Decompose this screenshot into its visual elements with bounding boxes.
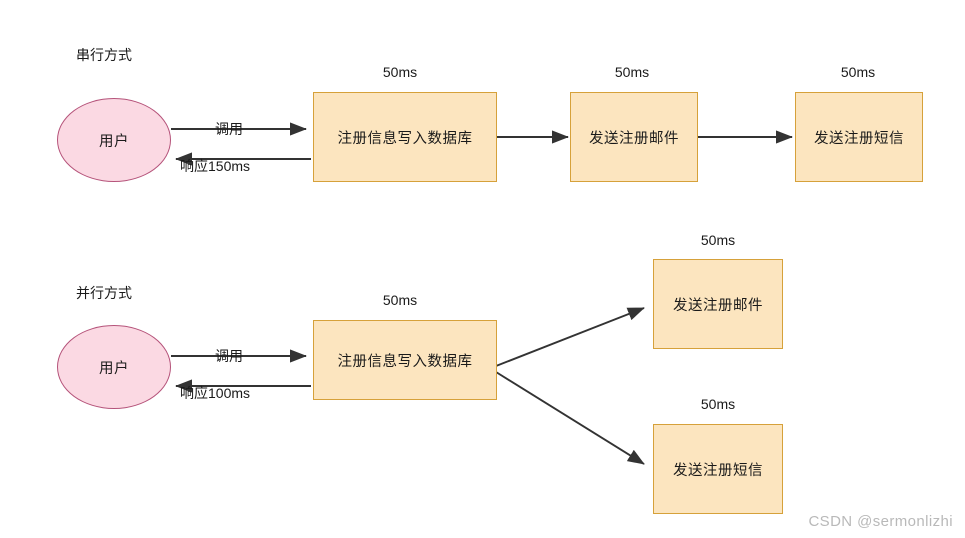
- parallel-actor-label: 用户: [99, 360, 129, 377]
- serial-step-1-label: 发送注册邮件: [589, 130, 679, 147]
- arrow-parallel-db-to-mail: [495, 307, 645, 367]
- watermark: CSDN @sermonlizhi: [808, 513, 953, 530]
- parallel-step-0-time: 50ms: [382, 292, 418, 308]
- serial-step-0-time: 50ms: [382, 64, 418, 80]
- serial-step-0-box[interactable]: 注册信息写入数据库: [313, 92, 497, 182]
- parallel-step-1-box[interactable]: 发送注册邮件: [653, 259, 783, 349]
- parallel-actor-user[interactable]: 用户: [57, 325, 171, 409]
- arrow-parallel-db-to-sms: [495, 371, 645, 465]
- parallel-step-2-box[interactable]: 发送注册短信: [653, 424, 783, 514]
- serial-step-1-box[interactable]: 发送注册邮件: [570, 92, 698, 182]
- parallel-step-0-box[interactable]: 注册信息写入数据库: [313, 320, 497, 400]
- parallel-step-0-label: 注册信息写入数据库: [337, 353, 473, 370]
- serial-step-2-box[interactable]: 发送注册短信: [795, 92, 923, 182]
- parallel-step-1-label: 发送注册邮件: [673, 297, 763, 314]
- serial-edge-response-label: 响应150ms: [180, 158, 251, 174]
- parallel-edge-call-label: 调用: [215, 348, 243, 364]
- serial-edge-call-label: 调用: [215, 121, 243, 137]
- section-title-serial: 串行方式: [76, 47, 132, 63]
- serial-actor-user[interactable]: 用户: [57, 98, 171, 182]
- parallel-step-1-time: 50ms: [700, 232, 736, 248]
- serial-step-2-time: 50ms: [840, 64, 876, 80]
- serial-step-0-label: 注册信息写入数据库: [337, 130, 473, 147]
- parallel-step-2-time: 50ms: [700, 396, 736, 412]
- section-title-parallel: 并行方式: [76, 285, 132, 301]
- serial-step-2-label: 发送注册短信: [814, 130, 904, 147]
- parallel-edge-response-label: 响应100ms: [180, 385, 251, 401]
- parallel-step-2-label: 发送注册短信: [673, 462, 763, 479]
- serial-step-1-time: 50ms: [614, 64, 650, 80]
- serial-actor-label: 用户: [99, 133, 129, 150]
